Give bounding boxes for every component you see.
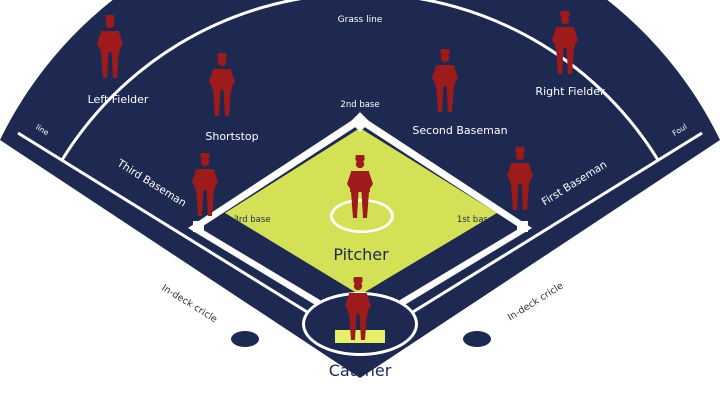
grass-arc	[60, 0, 660, 161]
label-catcher: Catcher	[329, 361, 392, 380]
first-base	[517, 221, 528, 232]
label-left-fielder: Left Fielder	[88, 93, 149, 106]
pitcher-circle-inner	[333, 201, 391, 231]
label-right-fielder: Right Fielder	[535, 85, 605, 98]
second-base	[350, 112, 370, 132]
label-in-deck-right: In-deck cricle	[506, 280, 566, 323]
home-plate-circle-inner	[305, 295, 415, 353]
foul-line-right	[407, 131, 703, 317]
label-second-baseman: Second Baseman	[412, 124, 507, 137]
label-third-base: 3rd base	[233, 215, 270, 225]
label-pitcher: Pitcher	[333, 245, 389, 264]
label-first-base: 1st base	[457, 215, 493, 225]
label-shortstop: Shortstop	[205, 130, 258, 143]
label-second-base: 2nd base	[340, 100, 379, 110]
in-deck-circle-left	[231, 331, 259, 347]
label-in-deck-left: In-deck cricle	[160, 282, 220, 325]
home-plate	[335, 330, 385, 343]
in-deck-circle-right	[463, 331, 491, 347]
label-grass-line: Grass line	[338, 15, 383, 25]
third-base	[193, 221, 204, 232]
foul-line-left	[17, 131, 313, 317]
